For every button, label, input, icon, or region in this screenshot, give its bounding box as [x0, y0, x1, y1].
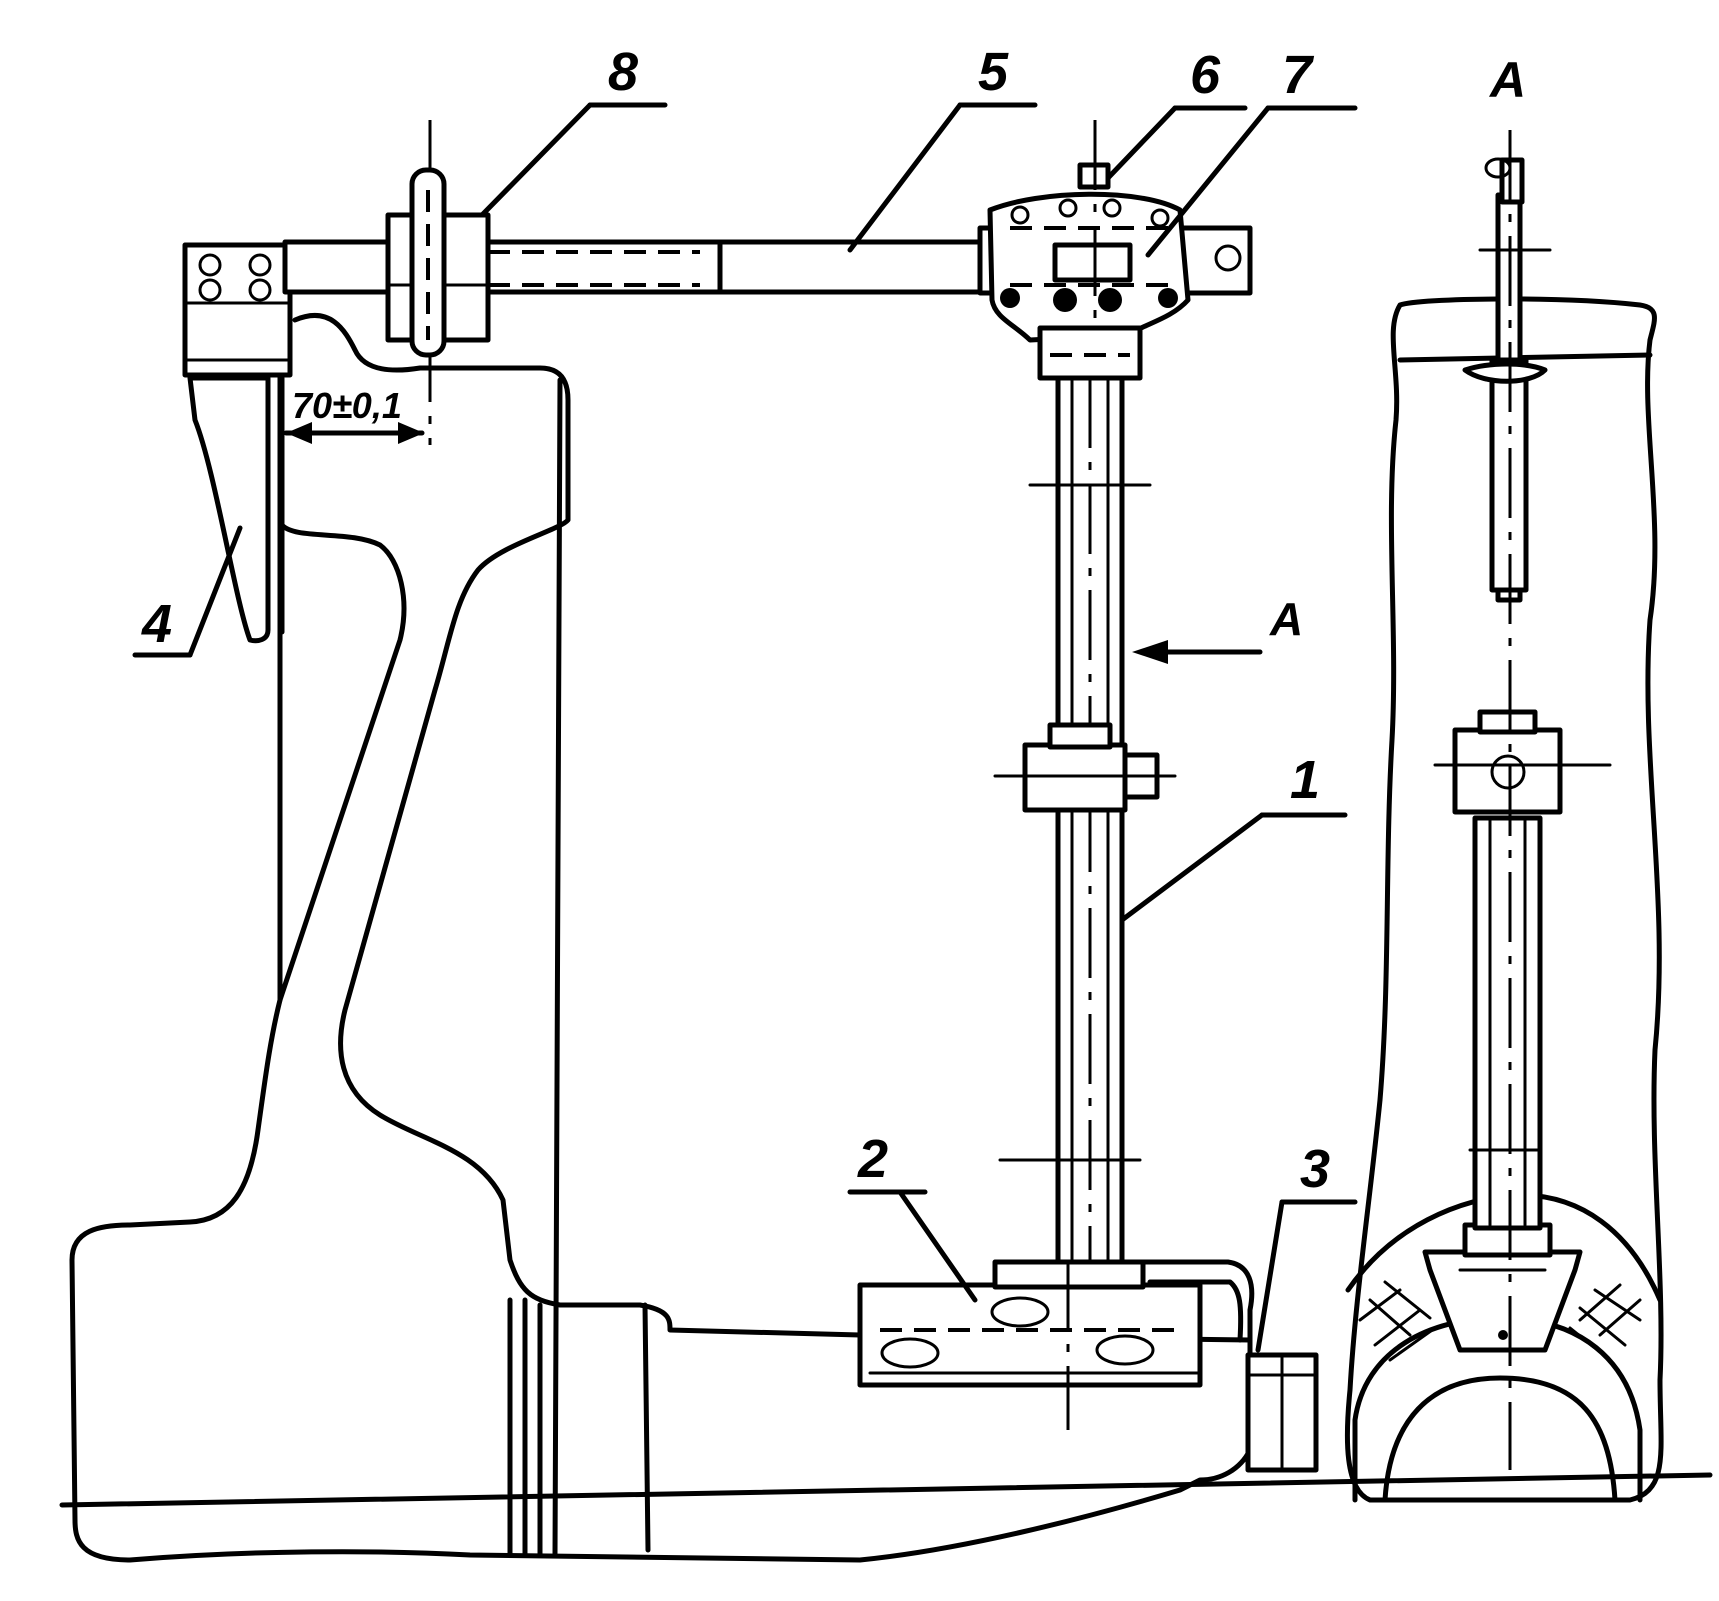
callout-8-label: 8 [608, 42, 638, 102]
callout-4: 4 [132, 525, 243, 658]
callout-5-label: 5 [978, 42, 1009, 102]
callout-6: 6 [1105, 45, 1248, 181]
callout-1: 1 [1119, 750, 1348, 923]
base-block-2 [857, 1259, 1255, 1430]
callout-6-label: 6 [1190, 45, 1221, 105]
callout-1-label: 1 [1290, 750, 1320, 810]
column-1 [993, 375, 1177, 1275]
dimension-label: 70±0,1 [292, 385, 402, 426]
stop-block-4 [182, 242, 293, 644]
section-view-a [1344, 130, 1664, 1503]
indicator-head-7 [987, 120, 1191, 381]
view-arrow-a: A [1132, 593, 1303, 664]
callout-4-label: 4 [141, 594, 172, 654]
callout-8: 8 [479, 42, 668, 218]
dimension-70: 70±0,1 [283, 385, 425, 444]
rail-profile [69, 312, 1253, 1563]
callout-2: 2 [847, 1129, 978, 1303]
stop-3 [1245, 1352, 1319, 1473]
callout-5: 5 [847, 42, 1038, 253]
callout-7: 7 [1145, 45, 1358, 258]
view-arrow-label: A [1269, 593, 1303, 645]
clamp-8 [385, 120, 491, 445]
base-line [59, 1472, 1713, 1508]
callout-3-label: 3 [1300, 1139, 1330, 1199]
callout-7-label: 7 [1282, 45, 1315, 105]
callout-2-label: 2 [857, 1129, 888, 1189]
section-title: A [1488, 52, 1526, 108]
callout-3: 3 [1255, 1139, 1358, 1353]
